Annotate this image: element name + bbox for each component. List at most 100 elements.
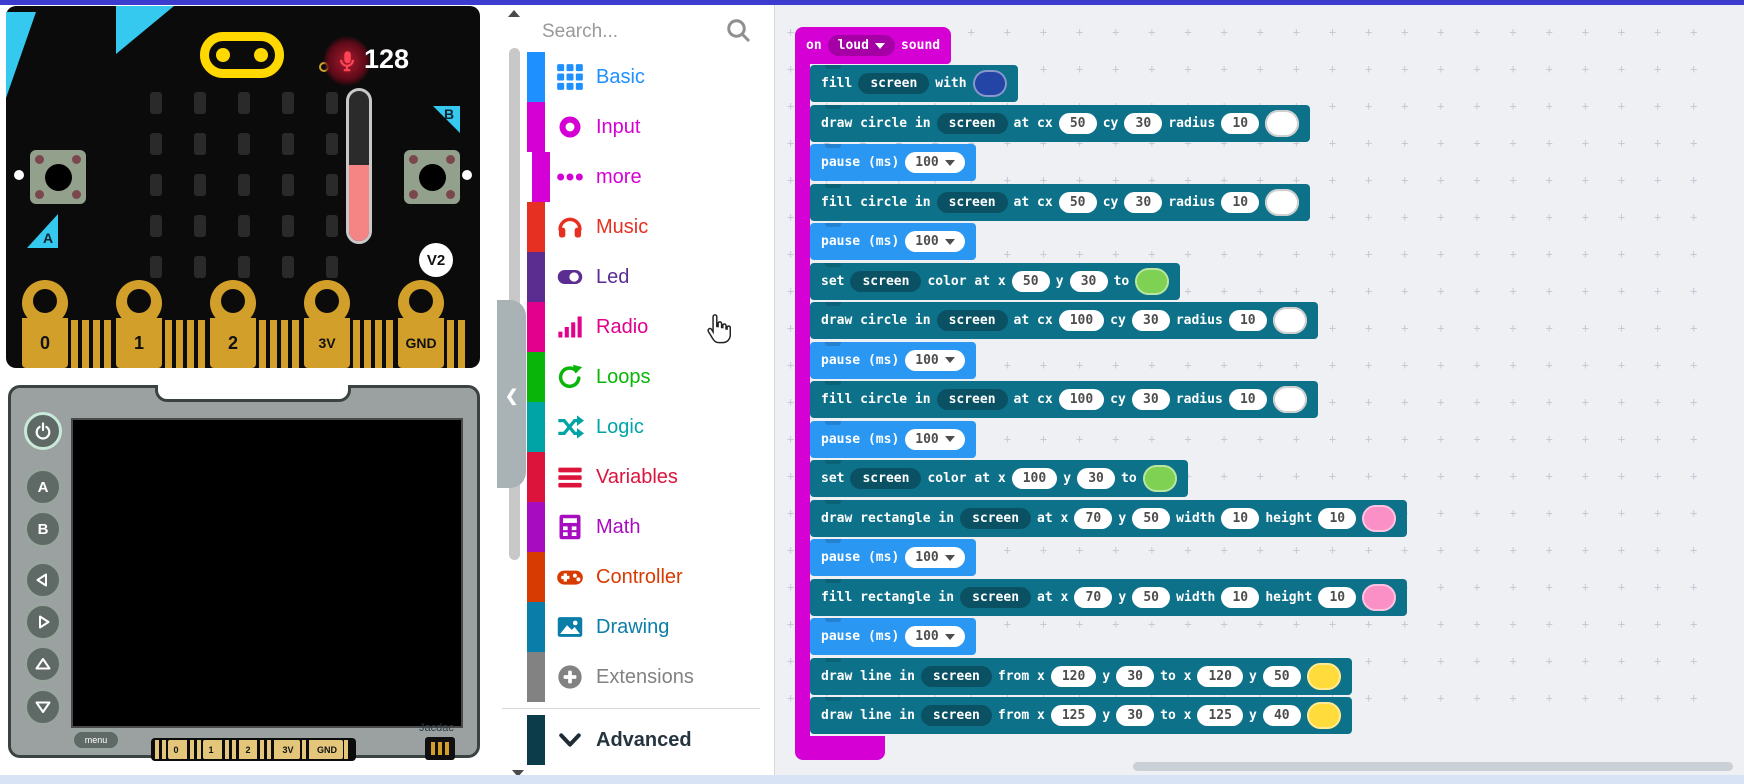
blocks-workspace[interactable]: + + + + + + + + + + + + + + + + + + + + … bbox=[775, 5, 1744, 775]
screen-variable-field[interactable]: screen bbox=[850, 468, 922, 489]
screen-variable-field[interactable]: screen bbox=[936, 191, 1008, 213]
duration-dropdown[interactable]: 100 bbox=[905, 349, 965, 371]
color-swatch-yellow[interactable] bbox=[1306, 702, 1341, 729]
pin-label-3V[interactable]: 3V bbox=[304, 318, 350, 368]
duration-dropdown[interactable]: 100 bbox=[905, 231, 965, 252]
shield-button-right[interactable] bbox=[24, 603, 62, 641]
screen-variable-field[interactable]: screen bbox=[936, 310, 1008, 331]
screen-variable-field[interactable]: screen bbox=[920, 665, 992, 687]
block-row-13-pause[interactable]: pause (ms)100 bbox=[810, 539, 976, 576]
shield-button-down[interactable] bbox=[24, 688, 62, 726]
toolbox-category-loops[interactable]: Loops bbox=[482, 352, 774, 402]
button-a[interactable] bbox=[30, 150, 86, 204]
pin-label-0[interactable]: 0 bbox=[22, 318, 68, 368]
number-input[interactable]: 30 bbox=[1116, 665, 1155, 687]
number-input[interactable]: 30 bbox=[1131, 389, 1170, 410]
loudness-dropdown[interactable]: loud bbox=[827, 35, 895, 56]
number-input[interactable]: 30 bbox=[1124, 191, 1163, 213]
block-row-5-pause[interactable]: pause (ms)100 bbox=[810, 223, 976, 260]
toolbox-category-led[interactable]: Led bbox=[482, 252, 774, 302]
pin-label-GND[interactable]: GND bbox=[398, 318, 444, 368]
pin-label-2[interactable]: 2 bbox=[210, 318, 256, 368]
block-on-loud-sound[interactable]: on loud sound bbox=[795, 27, 952, 64]
toolbox-category-input[interactable]: Input bbox=[482, 102, 774, 152]
number-input[interactable]: 30 bbox=[1131, 310, 1170, 331]
number-input[interactable]: 10 bbox=[1221, 191, 1260, 213]
number-input[interactable]: 50 bbox=[1011, 270, 1050, 292]
block-row-8-pause[interactable]: pause (ms)100 bbox=[810, 341, 976, 379]
color-swatch-green[interactable] bbox=[1142, 465, 1177, 492]
number-input[interactable]: 50 bbox=[1262, 665, 1301, 687]
microbit-logo-touch[interactable] bbox=[200, 32, 284, 78]
number-input[interactable]: 120 bbox=[1050, 665, 1097, 687]
color-swatch-yellow[interactable] bbox=[1306, 662, 1341, 690]
toolbox-category-variables[interactable]: Variables bbox=[482, 452, 774, 502]
block-row-10-pause[interactable]: pause (ms)100 bbox=[810, 420, 976, 458]
duration-dropdown[interactable]: 100 bbox=[905, 547, 965, 568]
duration-dropdown[interactable]: 100 bbox=[905, 626, 965, 647]
number-input[interactable]: 70 bbox=[1074, 586, 1113, 608]
number-input[interactable]: 30 bbox=[1124, 112, 1163, 134]
event-block-wrap-left[interactable] bbox=[795, 61, 810, 736]
toolbox-scroll-down-icon[interactable] bbox=[512, 770, 524, 777]
toolbox-category-music[interactable]: Music bbox=[482, 202, 774, 252]
button-b[interactable] bbox=[404, 150, 460, 204]
pin-label-1[interactable]: 1 bbox=[116, 318, 162, 368]
menu-button[interactable]: menu bbox=[71, 729, 121, 751]
number-input[interactable]: 125 bbox=[1197, 705, 1243, 726]
number-input[interactable]: 10 bbox=[1221, 586, 1260, 608]
number-input[interactable]: 10 bbox=[1318, 586, 1357, 608]
number-input[interactable]: 30 bbox=[1077, 468, 1116, 489]
toolbox-scroll-up-icon[interactable] bbox=[508, 10, 520, 17]
toolbox-category-basic[interactable]: Basic bbox=[482, 52, 774, 102]
color-swatch-white[interactable] bbox=[1272, 307, 1307, 334]
toolbox-collapse-handle[interactable]: ❮ bbox=[497, 300, 526, 488]
number-input[interactable]: 100 bbox=[1011, 468, 1058, 489]
screen-variable-field[interactable]: screen bbox=[858, 73, 930, 94]
number-input[interactable]: 10 bbox=[1228, 310, 1267, 331]
color-swatch-white[interactable] bbox=[1265, 109, 1300, 137]
duration-dropdown[interactable]: 100 bbox=[905, 428, 965, 450]
number-input[interactable]: 10 bbox=[1221, 112, 1260, 134]
number-input[interactable]: 10 bbox=[1228, 389, 1267, 410]
shield-button-power[interactable] bbox=[24, 412, 62, 450]
shield-button-a[interactable]: A bbox=[24, 468, 62, 506]
number-input[interactable]: 70 bbox=[1074, 507, 1113, 529]
number-input[interactable]: 125 bbox=[1050, 705, 1097, 726]
block-row-3-pause[interactable]: pause (ms)100 bbox=[810, 144, 976, 181]
number-input[interactable]: 100 bbox=[1058, 310, 1105, 331]
duration-dropdown[interactable]: 100 bbox=[905, 152, 965, 173]
screen-variable-field[interactable]: screen bbox=[936, 112, 1008, 134]
workspace-horizontal-scrollbar[interactable] bbox=[1133, 762, 1733, 771]
number-input[interactable]: 10 bbox=[1221, 507, 1260, 529]
shield-button-left[interactable] bbox=[24, 561, 62, 599]
number-input[interactable]: 30 bbox=[1116, 705, 1155, 726]
number-input[interactable]: 50 bbox=[1132, 586, 1171, 608]
number-input[interactable]: 40 bbox=[1262, 705, 1301, 726]
block-row-15-pause[interactable]: pause (ms)100 bbox=[810, 618, 976, 655]
toolbox-category-more[interactable]: more bbox=[482, 152, 774, 202]
number-input[interactable]: 10 bbox=[1318, 507, 1357, 529]
color-swatch-navy[interactable] bbox=[972, 70, 1007, 97]
shield-button-b[interactable]: B bbox=[24, 510, 62, 548]
screen-variable-field[interactable]: screen bbox=[936, 389, 1008, 410]
number-input[interactable]: 30 bbox=[1069, 270, 1108, 292]
toolbox-category-drawing[interactable]: Drawing bbox=[482, 602, 774, 652]
color-swatch-pink[interactable] bbox=[1362, 583, 1397, 611]
number-input[interactable]: 120 bbox=[1197, 665, 1243, 687]
toolbox-category-logic[interactable]: Logic bbox=[482, 402, 774, 452]
toolbox-category-controller[interactable]: Controller bbox=[482, 552, 774, 602]
toolbox-category-extensions[interactable]: Extensions bbox=[482, 652, 774, 702]
screen-variable-field[interactable]: screen bbox=[920, 705, 992, 726]
color-swatch-white[interactable] bbox=[1265, 188, 1300, 216]
toolbox-category-math[interactable]: Math bbox=[482, 502, 774, 552]
screen-variable-field[interactable]: screen bbox=[850, 270, 922, 292]
